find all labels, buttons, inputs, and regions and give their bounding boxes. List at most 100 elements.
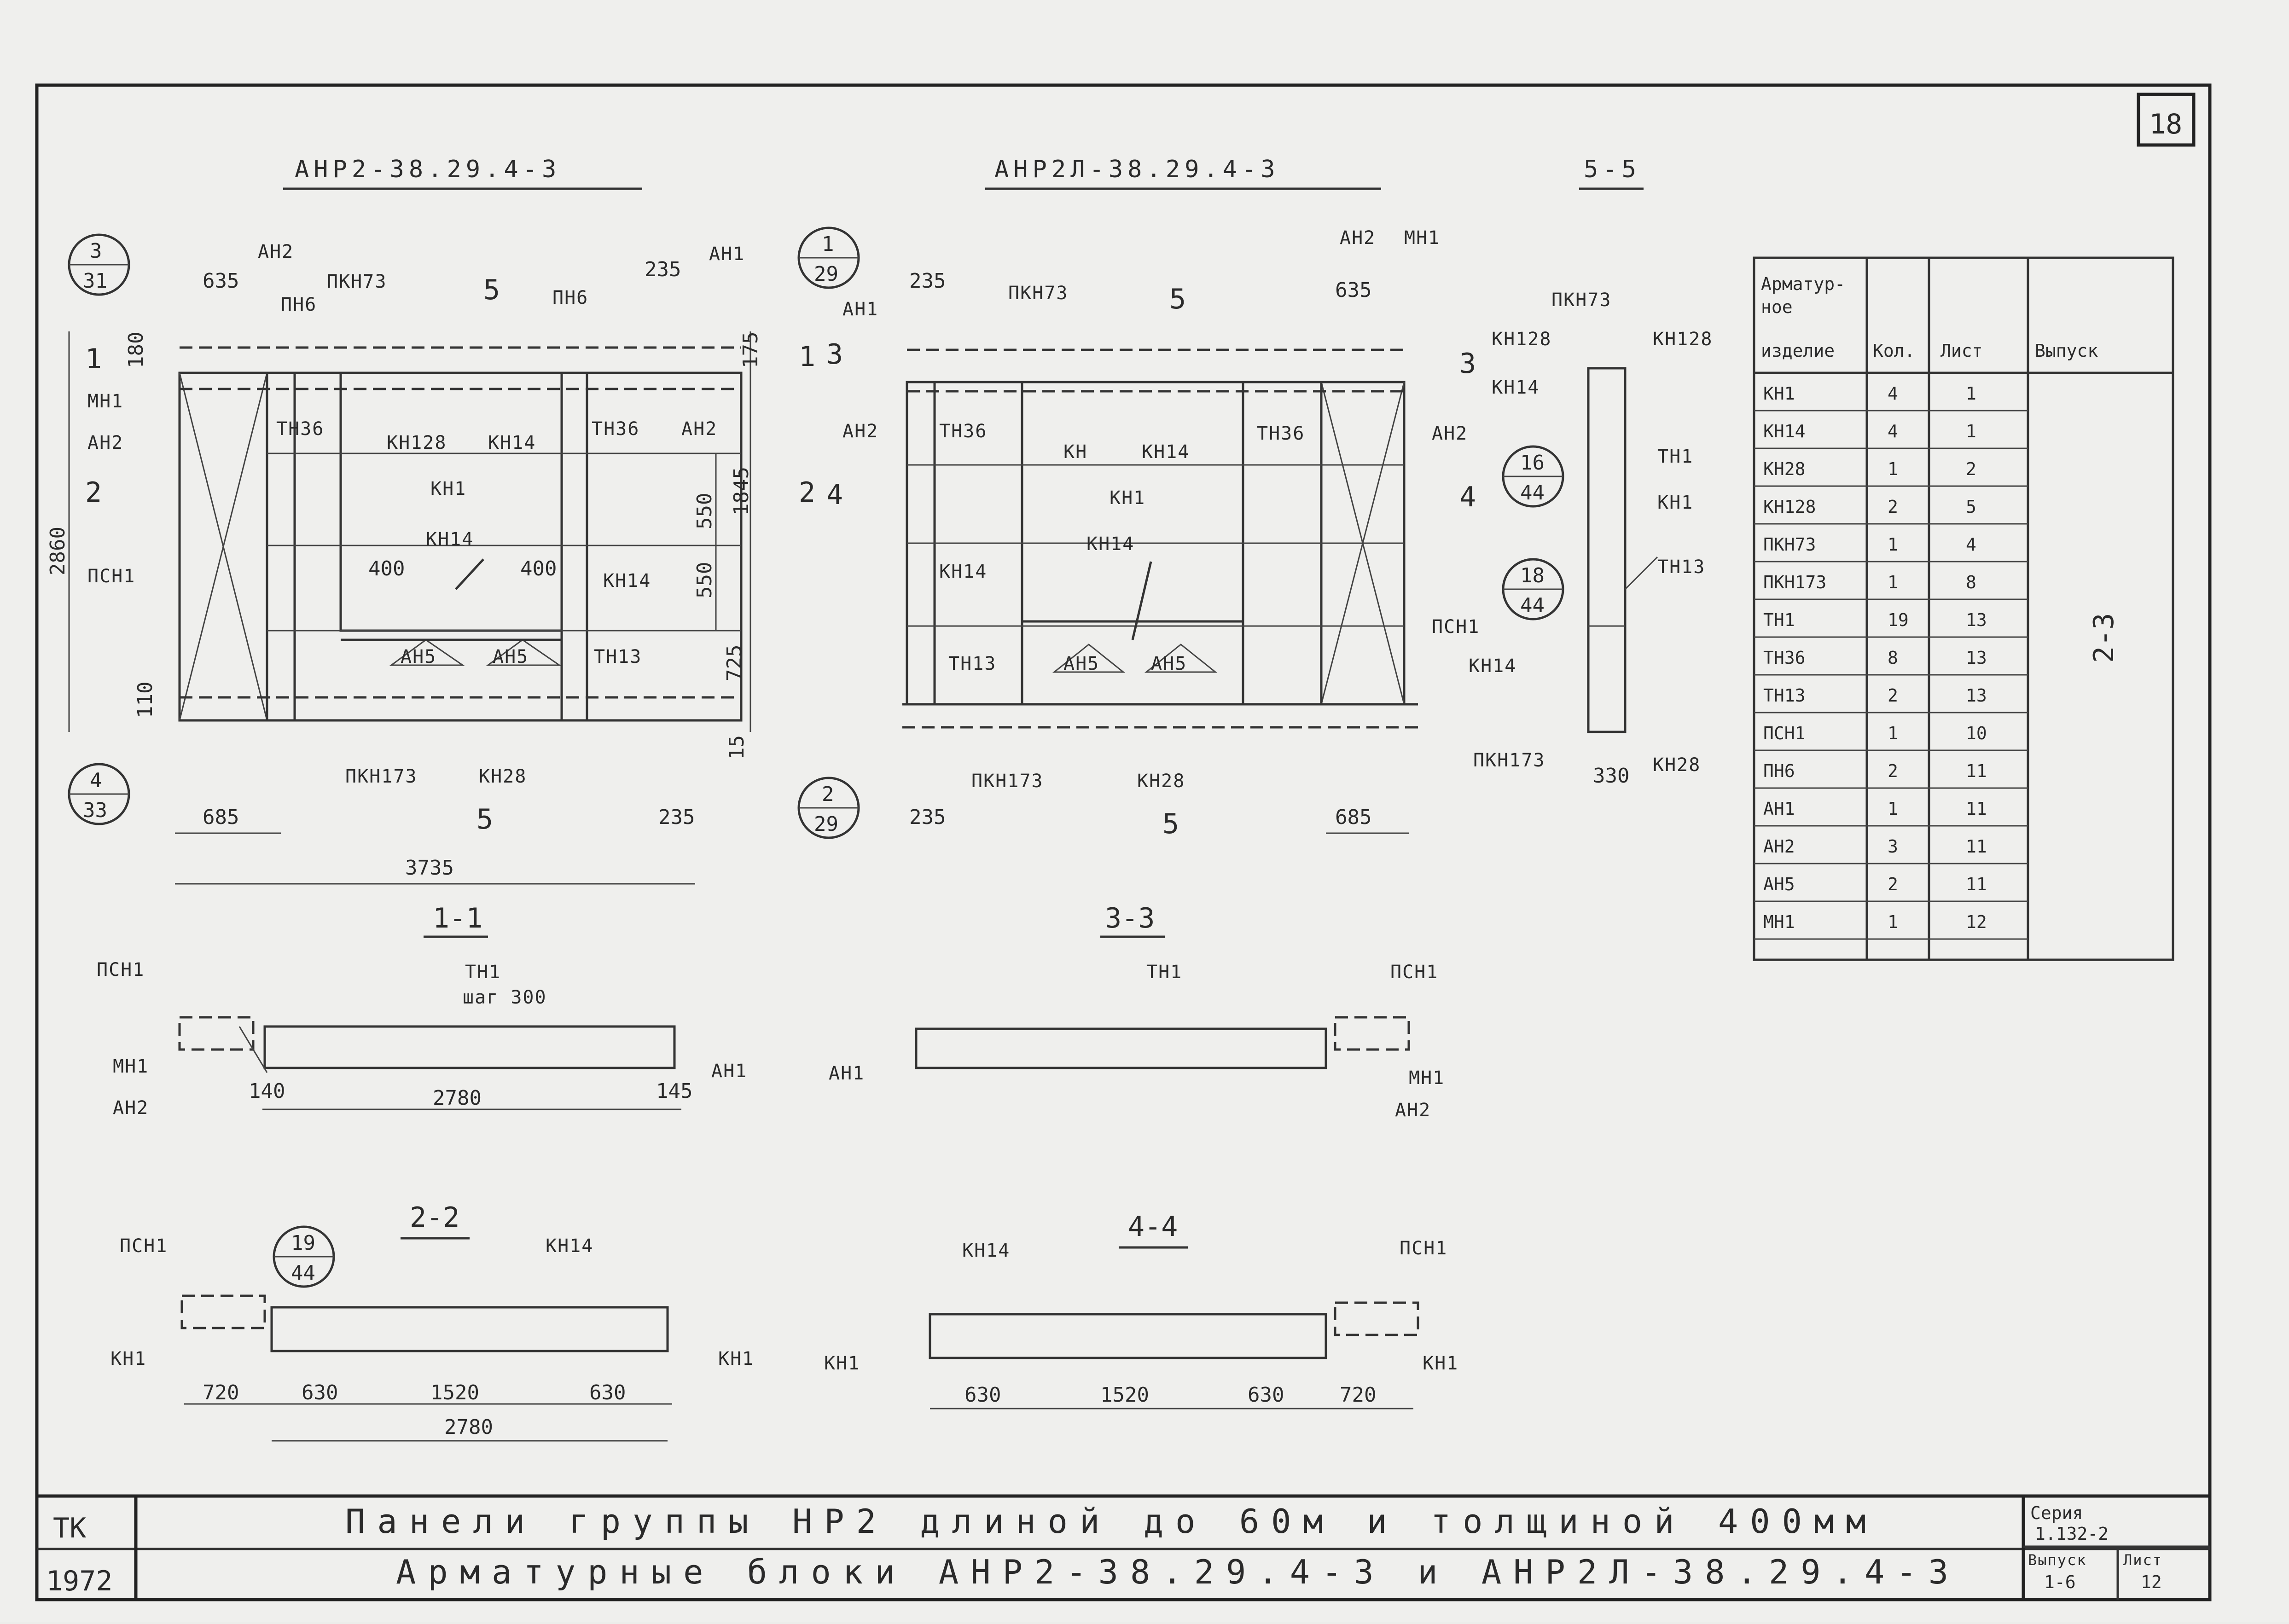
stamp-series-value: 1.132-2 (2035, 1524, 2109, 1544)
label-pkn173-c: ПКН173 (1473, 750, 1545, 771)
label-an5-d: АН5 (1151, 653, 1187, 674)
label-tn1-c: ТН1 (1146, 962, 1182, 983)
table-issue-value: 2-3 (2088, 613, 2120, 663)
section-title-4-4: 4-4 (1128, 1211, 1178, 1243)
label-psn1-c: ПСН1 (97, 959, 145, 980)
label-an2-g: АН2 (113, 1097, 149, 1119)
dim-630-c: 630 (964, 1383, 1001, 1407)
section-title-2-2: 2-2 (410, 1201, 459, 1234)
label-an1-a: АН1 (709, 244, 745, 265)
callout-1-29: 1 29 (797, 226, 860, 289)
label-kn14-f: КН14 (939, 561, 987, 582)
label-kn1-e: КН1 (718, 1348, 754, 1369)
label-kn128-c: КН128 (1653, 329, 1713, 350)
label-an2-b: АН2 (87, 432, 123, 453)
label-an5-b: АН5 (493, 646, 529, 667)
label-pn6-b: ПН6 (552, 287, 588, 308)
label-psn1-f: ПСН1 (1400, 1238, 1447, 1259)
label-pkn73-b: ПКН73 (1008, 283, 1068, 304)
label-kn14-i: КН14 (546, 1235, 593, 1257)
table-header-item-b: ное (1761, 297, 1793, 317)
label-an2-e: АН2 (1432, 423, 1468, 444)
cut-mark-3-b: 3 (1459, 348, 1476, 380)
cut-mark-4-b: 4 (1459, 481, 1476, 513)
table-cell-r12-c0: АН2 (1763, 836, 1795, 857)
dim-235-d: 235 (909, 806, 946, 829)
cut-mark-5-c: 5 (1169, 283, 1186, 315)
label-kn1-g: КН1 (1423, 1353, 1458, 1374)
table-cell-r12-c1: 3 (1888, 836, 1898, 857)
label-pkn173-a: ПКН173 (345, 766, 418, 787)
table-cell-r8-c2: 13 (1966, 685, 1987, 706)
dim-550-a: 550 (693, 493, 716, 529)
label-kn14-g: КН14 (1492, 377, 1540, 398)
dim-3735: 3735 (405, 856, 454, 880)
table-cell-r12-c2: 11 (1966, 836, 1987, 857)
label-kn14-d: КН14 (1142, 441, 1190, 463)
svg-text:1: 1 (822, 232, 834, 256)
table-cell-r14-c2: 12 (1966, 912, 1987, 932)
label-mn1-d: МН1 (1409, 1067, 1445, 1089)
stamp-sheet-value: 12 (2141, 1572, 2162, 1592)
label-tn1-b: ТН1 (465, 962, 501, 983)
stamp-title-line2: Арматурные блоки АНР2-38.29.4-3 и АНР2Л-… (396, 1553, 1960, 1591)
callout-4-33: 4 33 (68, 763, 130, 825)
section-2-2-drawing (180, 1294, 669, 1352)
table-header-item-a: Арматур- (1761, 274, 1845, 294)
label-mn1-b: МН1 (1404, 227, 1440, 249)
label-kn128-b: КН128 (1492, 329, 1551, 350)
label-kn28-c: КН28 (1653, 754, 1701, 776)
label-pkn73-a: ПКН73 (327, 271, 387, 292)
svg-text:44: 44 (1520, 481, 1545, 505)
svg-text:18: 18 (1520, 564, 1545, 587)
title-block (37, 1494, 2210, 1600)
label-tn36-d: ТН36 (1257, 423, 1305, 444)
cut-mark-2-b: 2 (85, 476, 102, 509)
section-5-5 (1587, 367, 1658, 733)
sheet-number: 18 (2149, 108, 2182, 140)
table-cell-r7-c0: ТН36 (1763, 648, 1806, 668)
svg-text:29: 29 (814, 262, 838, 286)
label-tn36-a: ТН36 (276, 418, 324, 440)
label-an2-h: АН2 (1395, 1100, 1431, 1121)
dim-720-a: 720 (203, 1381, 239, 1404)
label-psn1-d: ПСН1 (1390, 962, 1438, 983)
dim-110: 110 (134, 682, 157, 718)
stamp-org: ТК (53, 1512, 86, 1544)
table-cell-r11-c2: 11 (1966, 799, 1987, 819)
table-cell-r2-c0: КН28 (1763, 459, 1806, 479)
label-tn36-c: ТН36 (939, 421, 987, 442)
dim-630-d: 630 (1248, 1383, 1284, 1407)
table-cell-r0-c1: 4 (1888, 383, 1898, 404)
label-tn1-a: ТН1 (1657, 446, 1693, 467)
label-kn1-b: КН1 (1110, 487, 1145, 509)
label-kn28-b: КН28 (1137, 771, 1185, 792)
table-cell-r4-c1: 1 (1888, 534, 1898, 555)
label-kn128-a: КН128 (387, 432, 447, 453)
plan-view-mid (902, 348, 1418, 729)
table-cell-r5-c1: 1 (1888, 572, 1898, 592)
dim-400-b: 400 (520, 557, 557, 580)
dim-1520-a: 1520 (430, 1381, 479, 1404)
dim-2780-a: 2780 (433, 1086, 482, 1110)
svg-text:2: 2 (822, 783, 834, 806)
label-mn1-a: МН1 (87, 391, 123, 412)
svg-text:29: 29 (814, 812, 838, 836)
table-cell-r7-c1: 8 (1888, 648, 1898, 668)
dim-685-a: 685 (203, 806, 239, 829)
cut-mark-5-b: 5 (476, 803, 493, 835)
svg-text:4: 4 (90, 769, 102, 792)
view-title-left: АНР2-38.29.4-3 (295, 156, 561, 183)
table-cell-r3-c2: 5 (1966, 497, 1976, 517)
table-cell-r2-c1: 1 (1888, 459, 1898, 479)
sheet-number-box (2137, 93, 2196, 147)
cut-mark-5-a: 5 (483, 274, 500, 306)
table-cell-r14-c1: 1 (1888, 912, 1898, 932)
stamp-issue-label: Выпуск (2028, 1551, 2087, 1569)
label-an1-c: АН1 (711, 1061, 747, 1082)
table-cell-r5-c0: ПКН173 (1763, 572, 1826, 592)
stamp-series-label: Серия (2030, 1503, 2083, 1523)
table-cell-r10-c1: 2 (1888, 761, 1898, 781)
